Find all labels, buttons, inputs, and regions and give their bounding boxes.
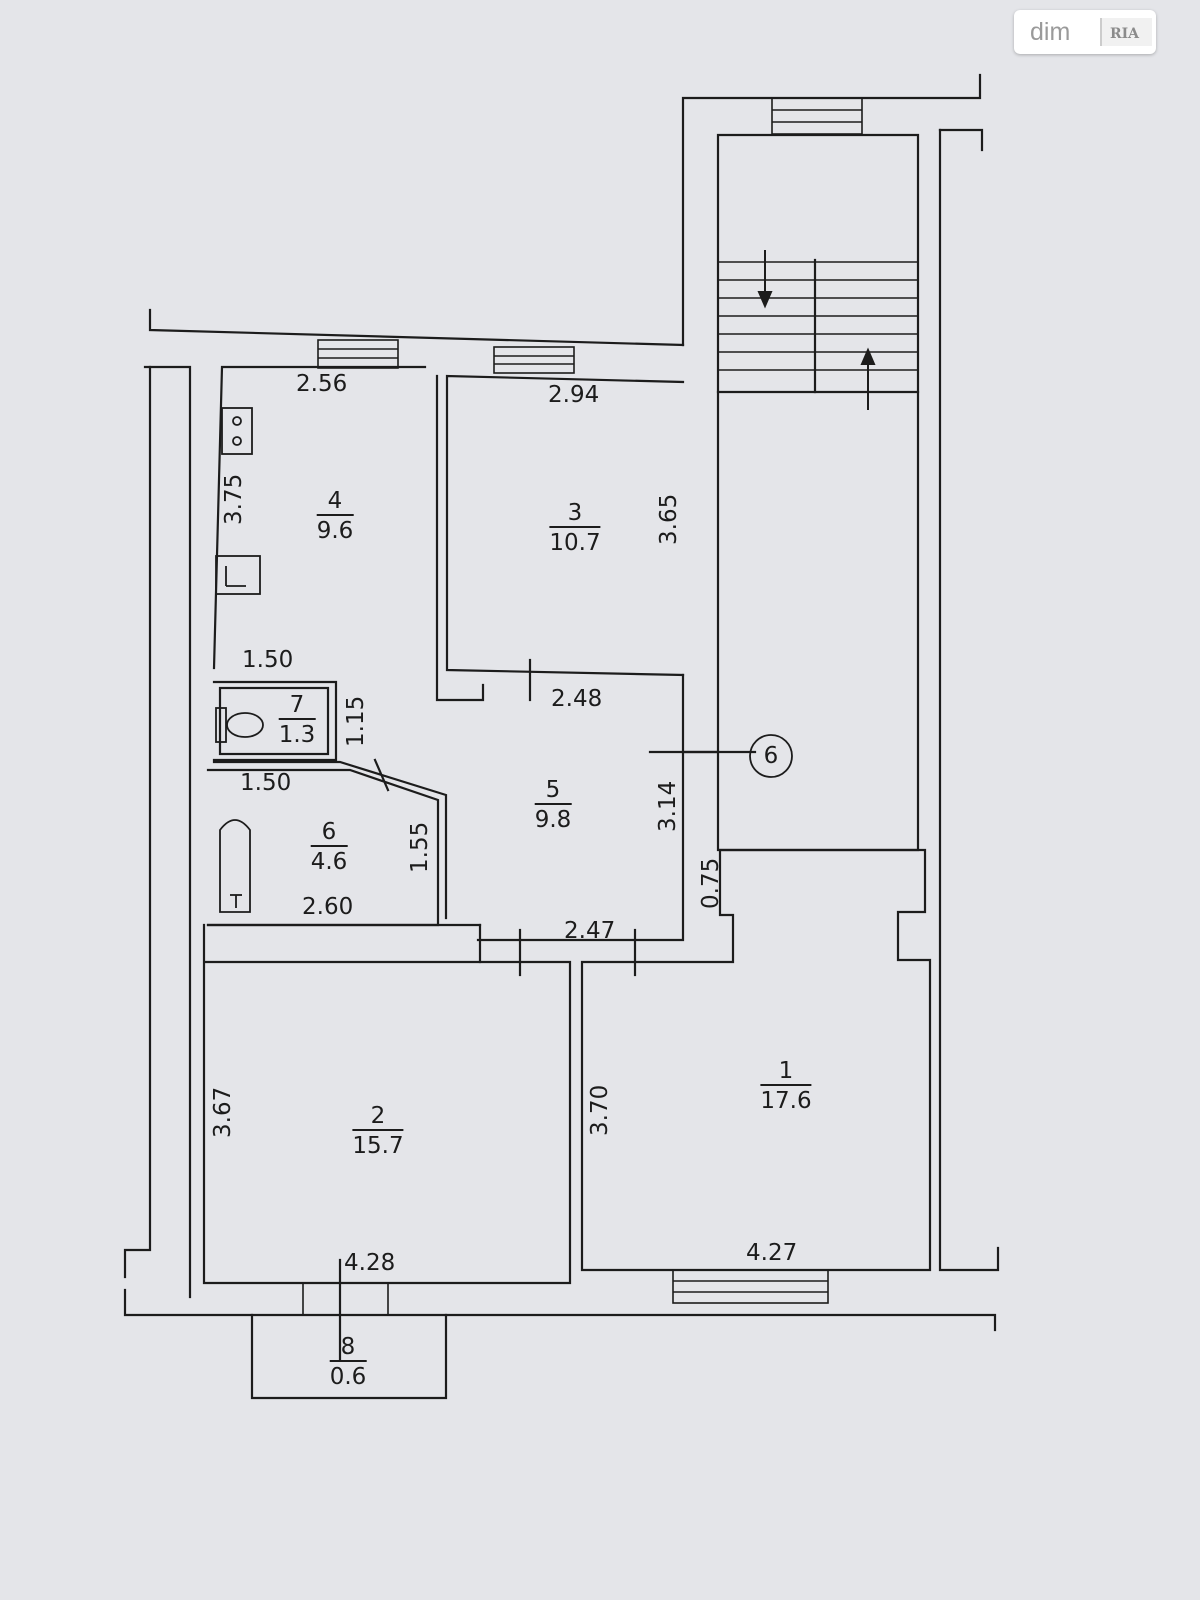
room-8-number: 8 — [340, 1334, 356, 1360]
balcony-8-walls — [250, 1313, 448, 1400]
room-3-area: 10.7 — [549, 526, 601, 555]
dimension-r5-bottom: 2.47 — [564, 918, 616, 944]
room-6-inner — [212, 760, 448, 920]
dimension-r4-height: 3.75 — [221, 473, 247, 525]
dimension-r1-width: 4.27 — [746, 1240, 798, 1266]
room-1-walls — [580, 848, 932, 1272]
room-1-number: 1 — [778, 1058, 794, 1084]
outer-wall-bottom — [123, 1288, 997, 1332]
dimension-r6-width-top: 1.50 — [240, 770, 292, 796]
toilet-bowl-icon — [226, 712, 264, 738]
room-7-walls — [212, 680, 338, 762]
window-staircase — [771, 97, 863, 135]
room-2-area: 15.7 — [352, 1129, 404, 1158]
room-5-area: 9.8 — [534, 803, 572, 832]
dimension-r3-height: 3.65 — [656, 493, 682, 545]
room-6-area: 4.6 — [310, 845, 348, 874]
outer-wall-right — [938, 128, 984, 152]
watermark-logo: dim RIA — [1014, 10, 1156, 54]
staircase-walls — [716, 133, 920, 852]
stair-treads-left — [718, 261, 815, 371]
stair-marker-circle — [749, 734, 793, 778]
sink-icon — [215, 555, 261, 595]
room-8-area: 0.6 — [329, 1360, 367, 1389]
watermark-dim-text: dim — [1030, 18, 1071, 46]
dimension-niche: 0.75 — [698, 857, 724, 909]
outer-wall-left-inner — [123, 365, 152, 1279]
outer-wall-left — [143, 365, 192, 1299]
bathtub-icon — [219, 819, 251, 913]
dimension-r2-height: 3.67 — [210, 1086, 236, 1138]
dimension-r4-width: 2.56 — [296, 371, 348, 397]
dimension-r2-width: 4.28 — [344, 1250, 396, 1276]
watermark-ria-text: RIA — [1110, 26, 1140, 42]
dimension-r7-width-top: 1.50 — [242, 647, 294, 673]
room-5-right-wall — [476, 673, 685, 942]
watermark-ria-badge: RIA — [1100, 18, 1152, 46]
outer-wall-top — [148, 308, 685, 347]
room-6-number: 6 — [321, 819, 337, 845]
stair-marker-label: 6 — [763, 743, 779, 769]
room-7-number: 7 — [289, 692, 305, 718]
dimension-r3-width: 2.94 — [548, 382, 600, 408]
room-7-area: 1.3 — [278, 718, 316, 747]
room-2-walls — [202, 923, 572, 1285]
room-5-number: 5 — [545, 777, 561, 803]
room-3-number: 3 — [567, 500, 583, 526]
stove-icon — [221, 407, 253, 455]
dimension-r6-height: 1.55 — [407, 821, 433, 873]
window-room-3 — [493, 346, 575, 374]
outer-wall-right-inner — [938, 128, 1000, 1272]
door-balcony — [302, 1282, 389, 1316]
dimension-r5-top: 2.48 — [551, 686, 603, 712]
window-room-4 — [317, 339, 399, 369]
room-2-number: 2 — [370, 1103, 386, 1129]
room-4-number: 4 — [327, 488, 343, 514]
window-room-1 — [672, 1269, 829, 1304]
staircase-outer — [681, 73, 982, 347]
room-3-left-wall — [435, 374, 485, 702]
dimension-r1-height: 3.70 — [587, 1084, 613, 1136]
dimension-r6-width: 2.60 — [302, 894, 354, 920]
room-3-walls — [445, 374, 685, 677]
dimension-r5-height: 3.14 — [655, 780, 681, 832]
room-4-area: 9.6 — [316, 514, 354, 543]
room-1-area: 17.6 — [760, 1084, 812, 1113]
dimension-r7-height: 1.15 — [343, 695, 369, 747]
toilet-tank-icon — [215, 707, 227, 743]
room-7-inner — [218, 686, 330, 756]
